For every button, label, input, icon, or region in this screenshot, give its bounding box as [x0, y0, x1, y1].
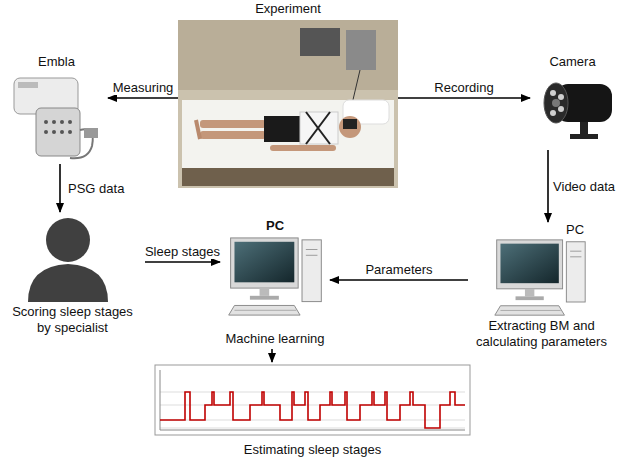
computer-icon — [229, 238, 322, 315]
computer-node: PC Extracting BM and calculating paramete… — [468, 222, 615, 352]
device-node: Embla — [5, 54, 108, 164]
node-label: Estimating sleep stages — [150, 442, 475, 458]
node-label: Embla — [5, 54, 108, 70]
edge-label: Video data — [551, 179, 617, 194]
arrow-connector — [59, 164, 61, 212]
node-label: Scoring sleep stages by specialist — [5, 304, 140, 336]
arrow-connector — [398, 97, 530, 99]
experiment-photo — [178, 20, 398, 188]
photo-node: Experiment — [178, 0, 398, 190]
edge-label: Sleep stages — [143, 244, 222, 259]
arrow-connector — [271, 349, 273, 362]
node-label: Extracting BM and calculating parameters — [469, 318, 614, 350]
arrow-connector — [108, 97, 178, 99]
camera-icon — [544, 83, 612, 139]
embla-device — [14, 78, 98, 158]
node-label: PC — [220, 218, 330, 234]
arrow-connector — [547, 150, 549, 222]
edge-label: PSG data — [66, 181, 126, 196]
node-label: Experiment — [178, 1, 398, 17]
specialist-node: Scoring sleep stages by specialist — [0, 212, 145, 342]
camera-node: Camera — [530, 54, 615, 150]
node-label: Camera — [530, 54, 615, 70]
edge-label: Measuring — [111, 80, 176, 95]
person-silhouette — [28, 218, 108, 302]
computer-icon — [495, 240, 585, 315]
node-label: Machine learning — [220, 331, 330, 347]
computer-node: PC Machine learning — [220, 215, 330, 349]
arrow-connector — [145, 261, 220, 263]
chart-node: Estimating sleep stages — [150, 362, 475, 467]
edge-label: Recording — [432, 80, 495, 95]
arrow-connector — [330, 279, 468, 281]
node-label: PC — [566, 222, 584, 238]
sleep-stage-chart — [155, 365, 470, 435]
edge-label: Parameters — [363, 262, 434, 277]
